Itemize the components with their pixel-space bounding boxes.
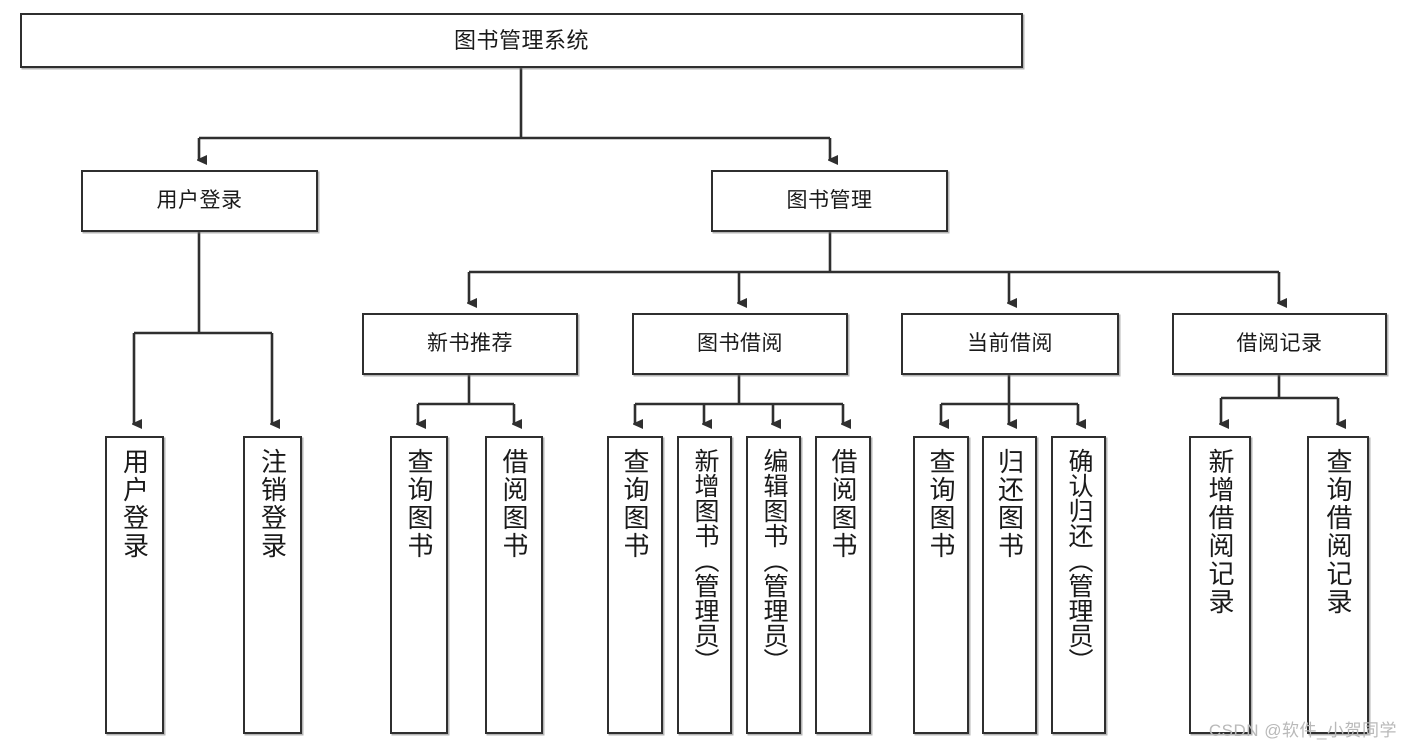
leaf-add-book-admin[interactable]: 新增图书（管理员） — [677, 436, 732, 734]
leaf-borrow-book-borrow[interactable]: 借阅图书 — [815, 436, 871, 734]
leaf-query-book-current[interactable]: 查询图书 — [913, 436, 969, 734]
leaf-return-book-label: 归还图书 — [994, 448, 1025, 560]
node-book-management[interactable]: 图书管理 — [711, 170, 948, 232]
node-new-book-recommend-label: 新书推荐 — [427, 331, 513, 355]
leaf-edit-book-admin[interactable]: 编辑图书（管理员） — [746, 436, 801, 734]
node-borrow-record-label: 借阅记录 — [1236, 331, 1323, 355]
leaf-user-login[interactable]: 用户登录 — [105, 436, 164, 734]
node-user-login-label: 用户登录 — [156, 188, 243, 212]
leaf-confirm-return-admin[interactable]: 确认归还（管理员） — [1051, 436, 1106, 734]
leaf-edit-book-admin-label: 编辑图书（管理员） — [760, 448, 788, 673]
leaf-add-borrow-record[interactable]: 新增借阅记录 — [1189, 436, 1251, 734]
node-current-borrow-label: 当前借阅 — [967, 331, 1053, 355]
csdn-watermark: CSDN @软件_小贺同学 — [1208, 721, 1397, 740]
leaf-query-book-recommend[interactable]: 查询图书 — [390, 436, 448, 734]
leaf-user-login-label: 用户登录 — [119, 448, 150, 560]
leaf-query-borrow-record-label: 查询借阅记录 — [1323, 448, 1353, 616]
leaf-query-book-borrow-label: 查询图书 — [620, 448, 650, 560]
leaf-add-book-admin-label: 新增图书（管理员） — [691, 448, 719, 673]
node-user-login[interactable]: 用户登录 — [81, 170, 318, 232]
leaf-user-logout-label: 注销登录 — [257, 448, 288, 560]
leaf-query-book-borrow[interactable]: 查询图书 — [607, 436, 663, 734]
node-borrow-record[interactable]: 借阅记录 — [1172, 313, 1387, 375]
node-book-borrow-label: 图书借阅 — [697, 331, 783, 355]
leaf-query-book-current-label: 查询图书 — [926, 448, 956, 560]
node-book-borrow[interactable]: 图书借阅 — [632, 313, 848, 375]
leaf-query-borrow-record[interactable]: 查询借阅记录 — [1307, 436, 1369, 734]
node-new-book-recommend[interactable]: 新书推荐 — [362, 313, 578, 375]
leaf-return-book[interactable]: 归还图书 — [982, 436, 1037, 734]
node-current-borrow[interactable]: 当前借阅 — [901, 313, 1119, 375]
leaf-query-book-recommend-label: 查询图书 — [404, 448, 434, 560]
node-root[interactable]: 图书管理系统 — [20, 13, 1023, 68]
leaf-add-borrow-record-label: 新增借阅记录 — [1205, 448, 1235, 616]
leaf-borrow-book-recommend[interactable]: 借阅图书 — [485, 436, 543, 734]
node-book-management-label: 图书管理 — [786, 188, 873, 212]
leaf-borrow-book-borrow-label: 借阅图书 — [828, 448, 858, 560]
leaf-user-logout[interactable]: 注销登录 — [243, 436, 302, 734]
node-root-label: 图书管理系统 — [453, 27, 589, 53]
leaf-borrow-book-recommend-label: 借阅图书 — [499, 448, 529, 560]
leaf-confirm-return-admin-label: 确认归还（管理员） — [1065, 448, 1093, 673]
